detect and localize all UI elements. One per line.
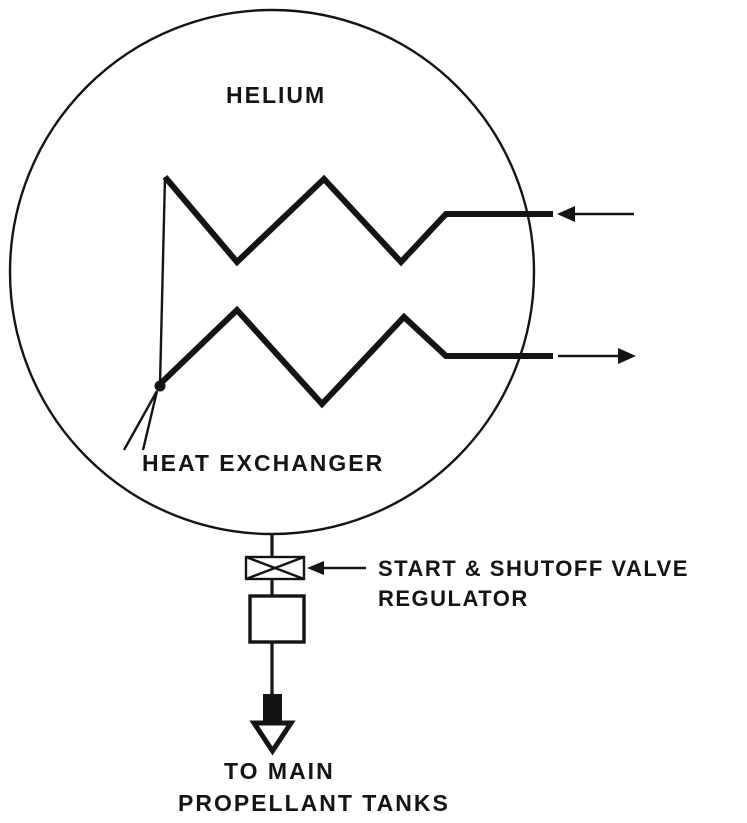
regulator-label: REGULATOR [378, 586, 529, 611]
coil-junction-dot [154, 380, 166, 392]
to-main-label: TO MAIN [224, 758, 335, 784]
helium-label: HELIUM [226, 82, 326, 108]
heat-exchanger-leader-lines [122, 390, 159, 451]
heat-exchanger-coil-top [162, 174, 553, 267]
propellant-tanks-label: PROPELLANT TANKS [178, 790, 450, 816]
regulator-box [248, 594, 306, 644]
start-shutoff-valve-label: START & SHUTOFF VALVE [378, 556, 689, 581]
valve-pointer-arrowhead-icon [307, 561, 324, 575]
flow-direction-arrow-icon [249, 694, 296, 756]
inlet-arrowhead-icon [557, 206, 575, 222]
heat-exchanger-coil-bottom [157, 305, 553, 409]
start-shutoff-valve-symbol [244, 555, 306, 581]
heat-exchanger-label: HEAT EXCHANGER [142, 450, 384, 476]
outlet-arrowhead-icon [618, 348, 636, 364]
coil-left-connector [158, 176, 167, 385]
